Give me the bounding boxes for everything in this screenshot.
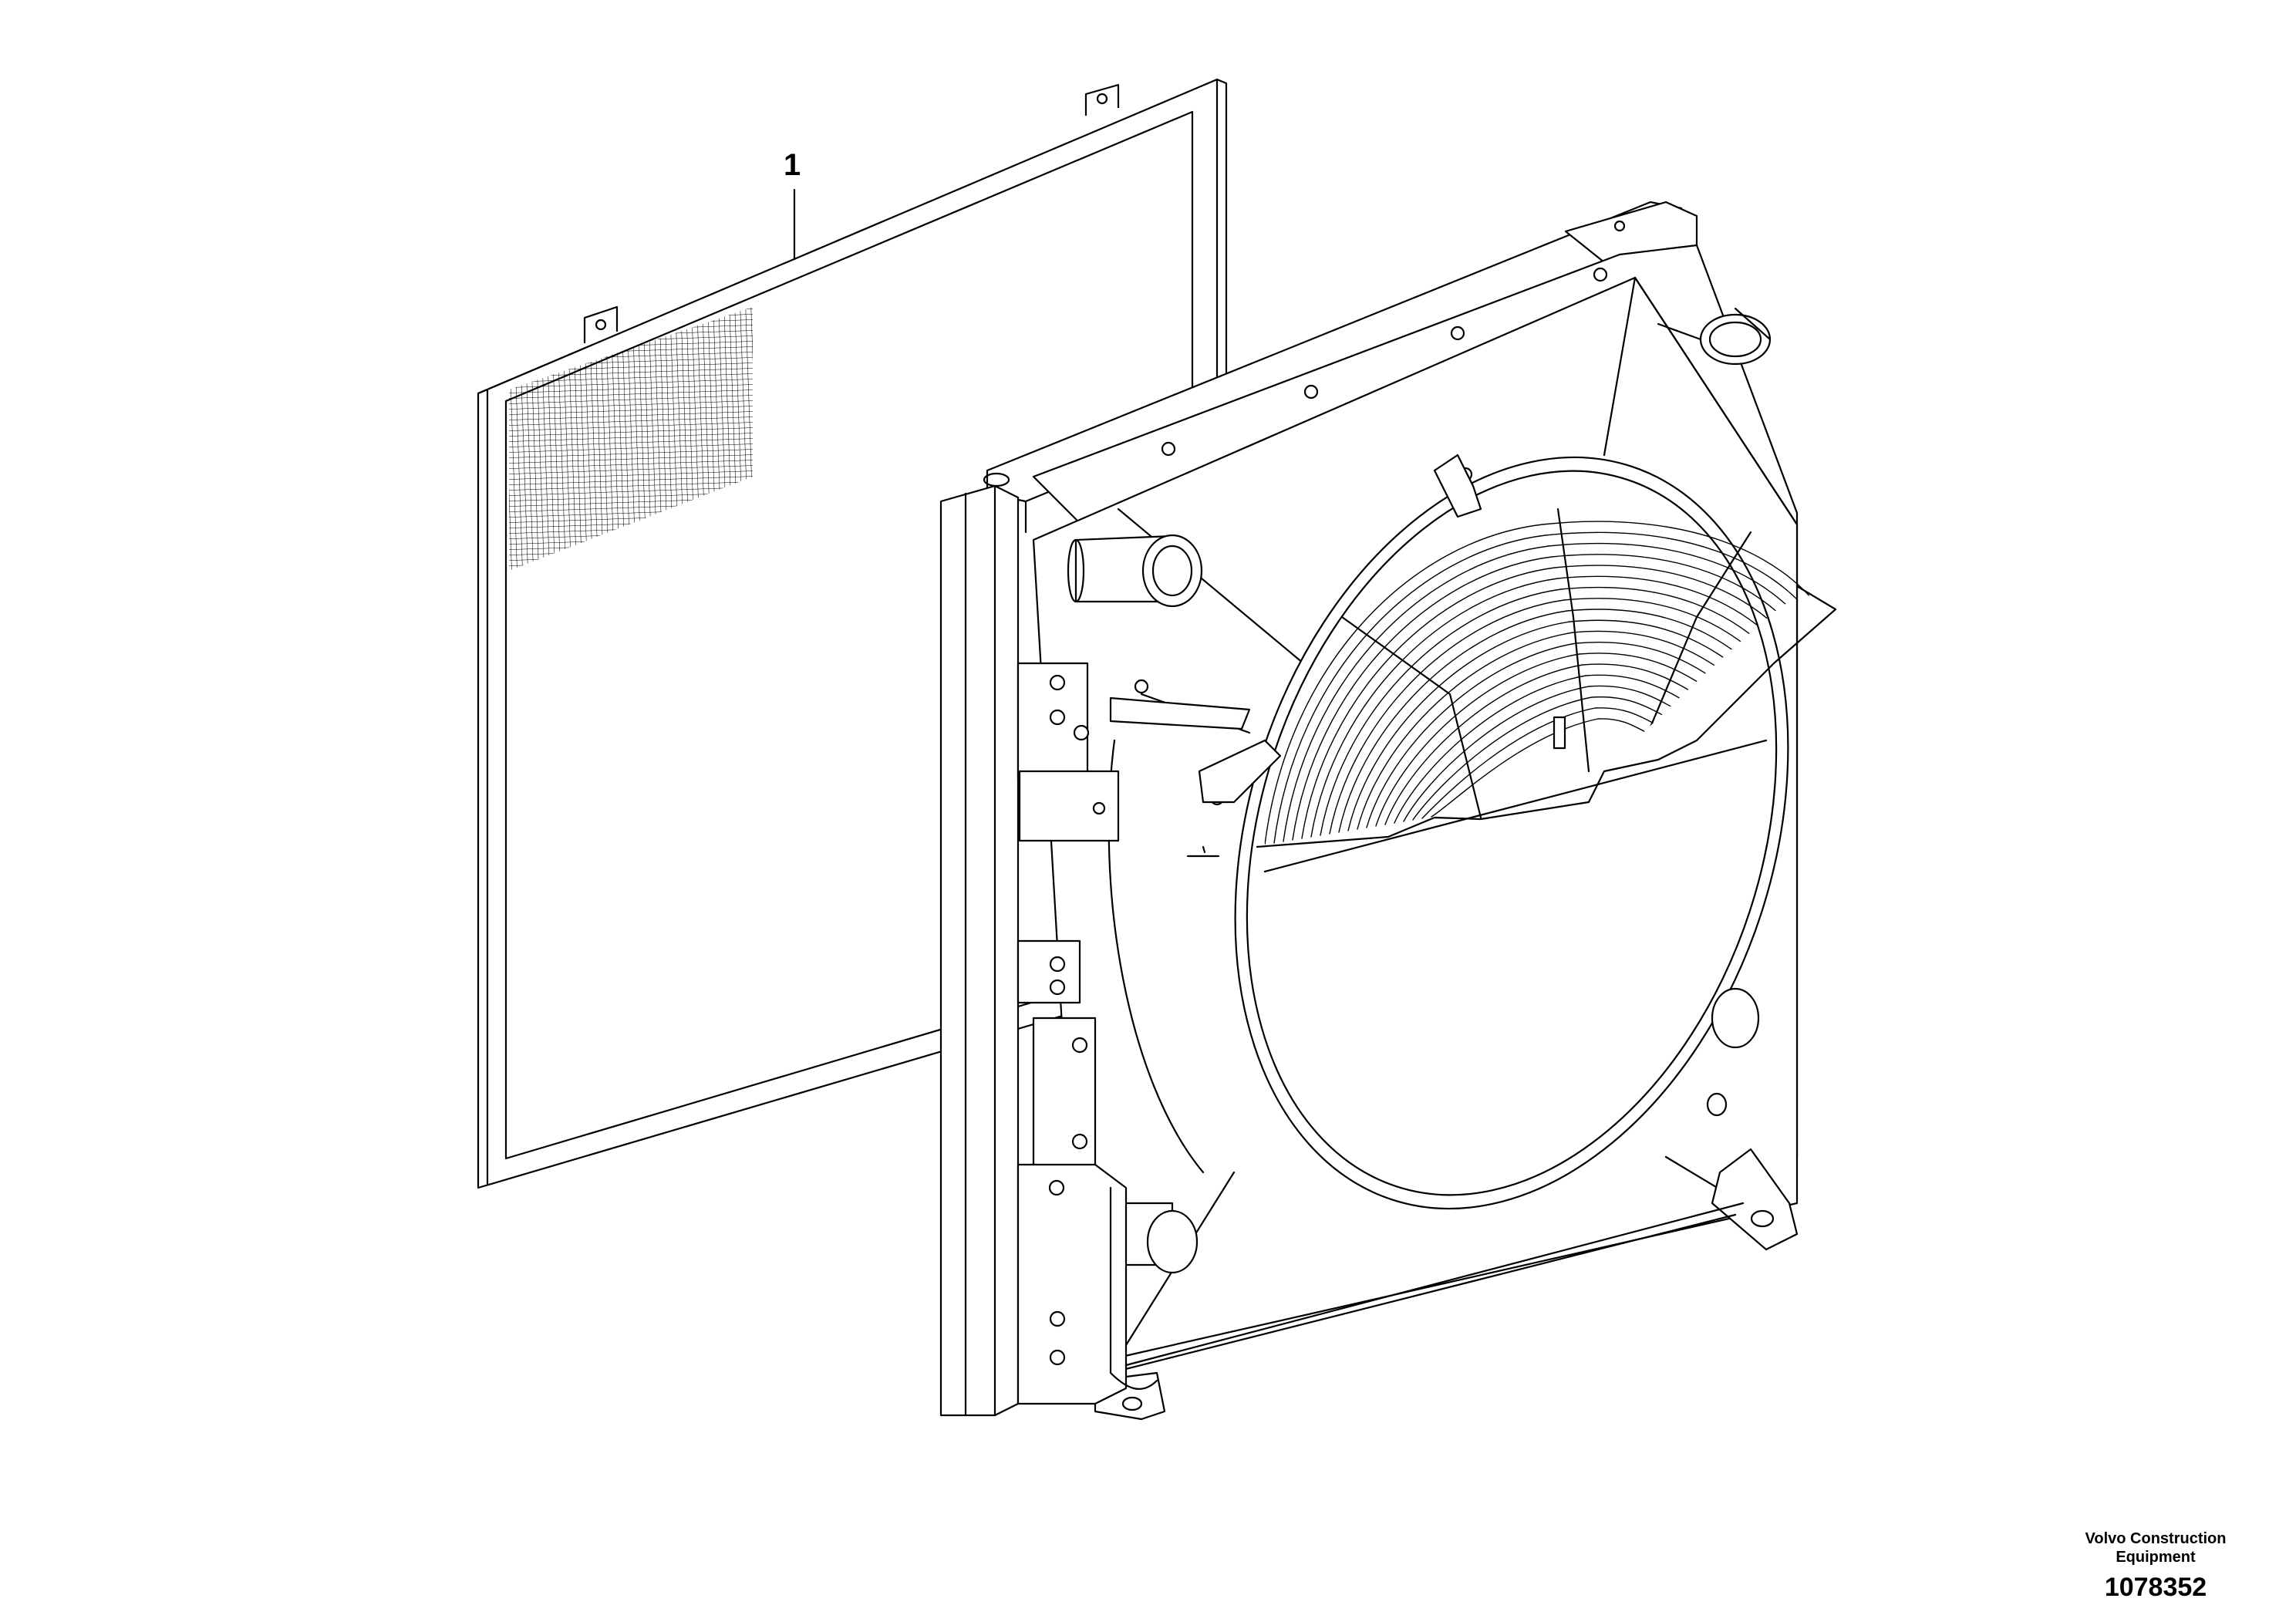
right-mounting-foot	[1711, 1148, 1799, 1251]
panel-mount-tab-upper	[1084, 83, 1120, 116]
drain-plug	[1711, 987, 1760, 1049]
title-block: Volvo Construction Equipment 1078352	[2067, 1529, 2244, 1603]
company-name-line1: Volvo Construction	[2085, 1530, 2227, 1547]
radiator-side-tank	[939, 484, 1020, 1417]
company-name-line2: Equipment	[2116, 1549, 2196, 1566]
fan-guard-clip	[1553, 716, 1566, 750]
guard-upper-mount	[1433, 454, 1482, 518]
guard-left-mount	[1198, 739, 1282, 804]
drawing-number: 1078352	[2104, 1573, 2207, 1602]
panel-mount-tab-lower	[583, 305, 619, 343]
radiator-assembly	[939, 201, 1837, 1421]
callout-label-1: 1	[784, 148, 801, 182]
